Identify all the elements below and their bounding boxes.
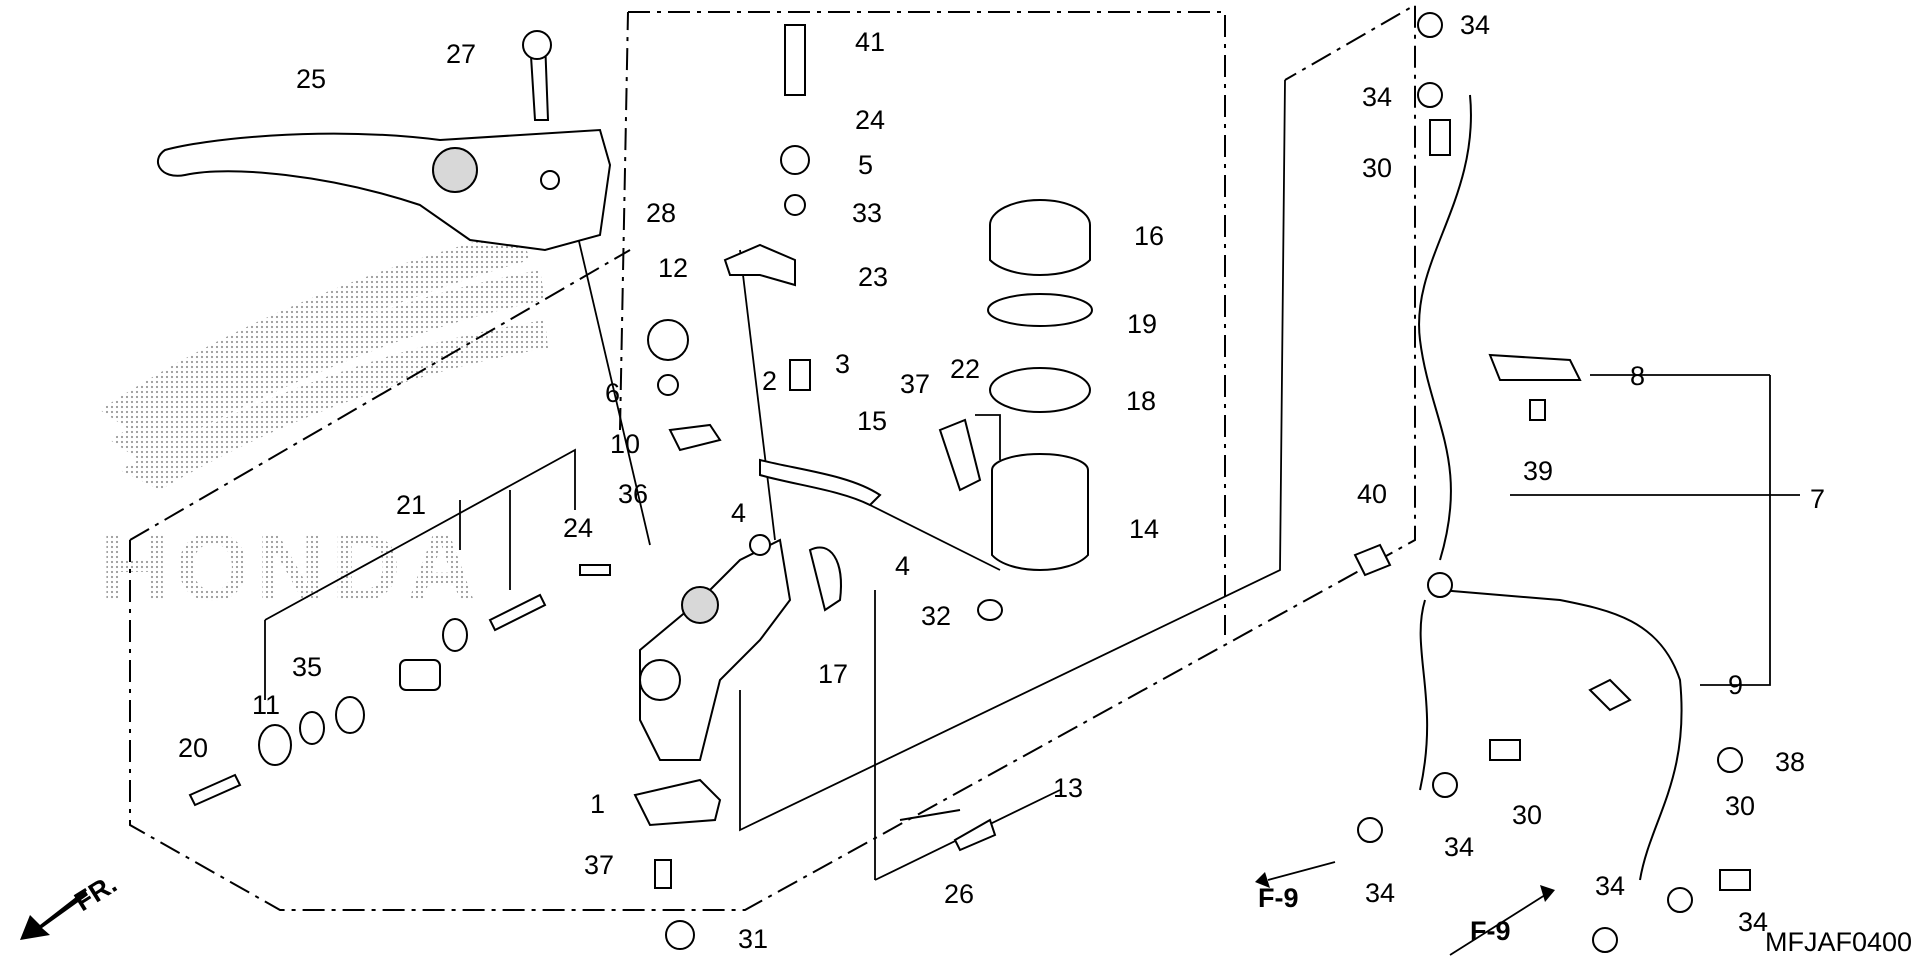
callout-19: 19: [1127, 309, 1157, 339]
callout-14: 14: [1129, 514, 1159, 544]
honda-wing-watermark: HONDA: [100, 230, 548, 621]
ref-label-f9-a: F-9: [1258, 883, 1299, 913]
callout-28: 27: [446, 39, 476, 69]
assembly-frame-13: [129, 3, 1416, 911]
callout-34e: 34: [1595, 871, 1625, 901]
callout-39: 39: [1523, 456, 1553, 486]
callout-20: 20: [178, 733, 208, 763]
callout-37a: 37: [900, 369, 930, 399]
callout-25: 24: [855, 105, 885, 135]
piston-kit-parts: [188, 564, 722, 950]
brake-lever-part: [156, 30, 612, 252]
reservoir-parts: [977, 199, 1093, 621]
callout-33: 33: [852, 198, 882, 228]
callout-34d: 34: [1365, 878, 1395, 908]
callout-29: 28: [646, 198, 676, 228]
front-direction-label: FR.: [69, 869, 122, 917]
callout-17: 17: [818, 659, 848, 689]
front-direction-arrow: FR.: [20, 869, 122, 940]
callout-34f: 34: [1738, 907, 1768, 937]
callout-37b: 37: [584, 850, 614, 880]
callout-30c: 30: [1725, 791, 1755, 821]
callout-5: 5: [858, 150, 873, 180]
callout-34a: 34: [1460, 10, 1490, 40]
callout-34b: 34: [1362, 82, 1392, 112]
callout-15: 15: [857, 406, 887, 436]
reference-arrows: [1255, 861, 1555, 956]
callout-36: 36: [618, 479, 648, 509]
callout-21: 21: [396, 490, 426, 520]
callout-8: 8: [1630, 361, 1645, 391]
callout-18: 18: [1126, 386, 1156, 416]
callout-40: 40: [1357, 479, 1387, 509]
callout-35: 35: [292, 652, 322, 682]
callout-4a: 4: [731, 498, 746, 528]
callout-26: 25: [296, 64, 326, 94]
callout-1: 1: [590, 789, 605, 819]
callout-6: 6: [605, 378, 620, 408]
callout-3: 3: [835, 349, 850, 379]
callout-10: 10: [610, 429, 640, 459]
callout-31: 31: [738, 924, 768, 954]
callout-24: 24: [563, 513, 593, 543]
brake-hose-parts: [1353, 12, 1751, 953]
callout-2: 2: [762, 366, 777, 396]
callout-41: 41: [855, 27, 885, 57]
callout-11: 11: [252, 690, 280, 720]
ref-label-f9-b: F-9: [1470, 916, 1511, 946]
callout-30a: 30: [1362, 153, 1392, 183]
callout-9: 9: [1728, 670, 1743, 700]
callout-22: 22: [950, 354, 980, 384]
master-cylinder-body: [639, 534, 792, 761]
callout-30b: 30: [1512, 800, 1542, 830]
callout-labels: 25 27 41 24 5 28 33 23 16 12 19 2 3 6 37…: [178, 10, 1912, 957]
drawing-code: MFJAF0400: [1765, 927, 1912, 957]
honda-watermark-text: HONDA: [100, 514, 482, 621]
callout-23: 23: [858, 262, 888, 292]
callout-16: 16: [1134, 221, 1164, 251]
callout-7: 7: [1810, 484, 1825, 514]
callout-34c: 34: [1444, 832, 1474, 862]
callout-12: 12: [658, 253, 688, 283]
callout-32: 32: [921, 601, 951, 631]
callout-27: 26: [944, 879, 974, 909]
leader-lines: [264, 79, 1800, 881]
callout-4b: 4: [895, 551, 910, 581]
callout-38: 38: [1775, 747, 1805, 777]
callout-13: 13: [1053, 773, 1083, 803]
hose-and-bracket-parts: [647, 24, 997, 852]
